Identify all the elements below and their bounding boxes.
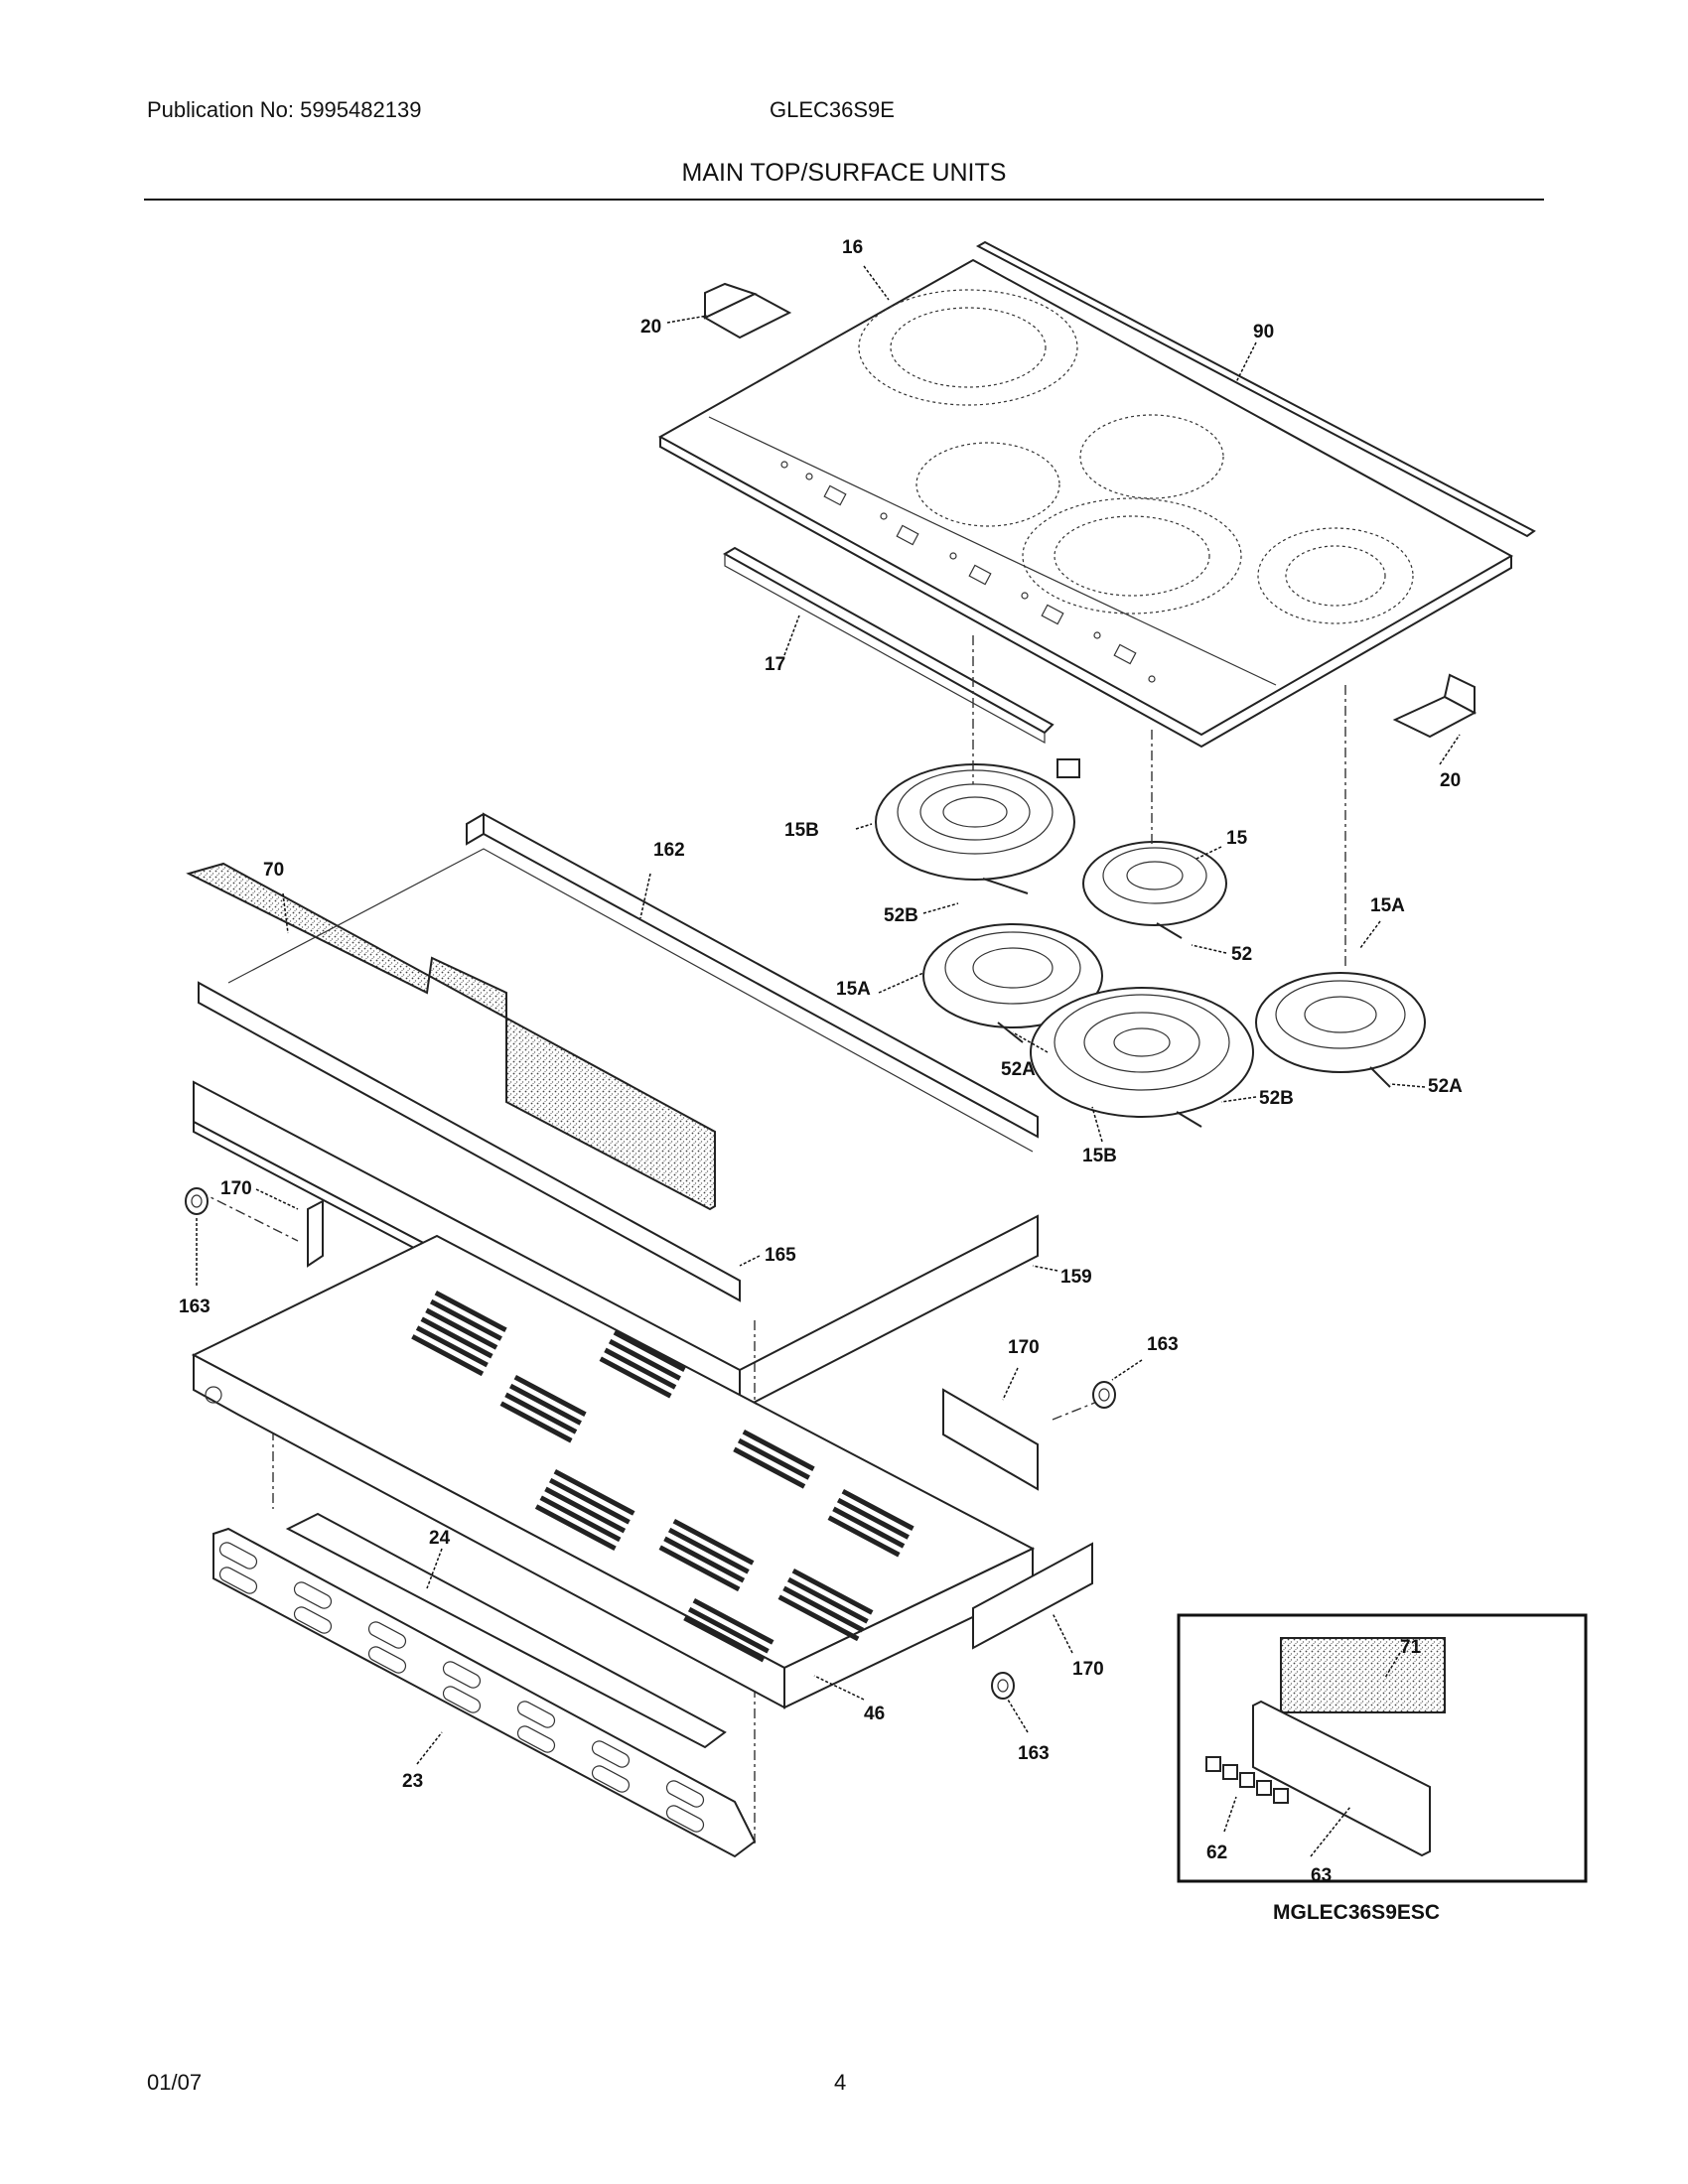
callout-71: 71 [1400,1637,1422,1658]
callout-165: 165 [765,1245,796,1266]
inset-code: MGLEC36S9ESC [1273,1901,1441,1924]
callout-90: 90 [1253,322,1274,342]
callout-52a: 52A [1428,1076,1463,1097]
callout-52: 52 [1231,944,1252,965]
callout-52a: 52A [1001,1059,1036,1080]
callout-170: 170 [1008,1337,1040,1358]
callout-23: 23 [402,1771,423,1792]
callout-163: 163 [179,1297,211,1317]
callout-17: 17 [765,654,785,675]
radiant-surface-units [875,758,1426,1128]
callout-163: 163 [1147,1334,1179,1355]
callout-15b: 15B [784,820,819,841]
callout-62: 62 [1206,1843,1227,1863]
model-number: GLEC36S9E [770,97,895,122]
glass-cooktop [657,258,1514,749]
callout-163: 163 [1018,1743,1050,1764]
brackets [702,282,1477,739]
callout-15a: 15A [836,979,871,1000]
callout-70: 70 [263,860,284,881]
callout-63: 63 [1311,1865,1332,1886]
callout-24: 24 [429,1528,451,1549]
callout-16: 16 [842,237,863,258]
callout-15a: 15A [1370,895,1405,916]
callout-20: 20 [640,317,661,338]
trim-strip [975,240,1536,538]
title-rule [144,199,1544,201]
front-panel [285,1512,727,1749]
base-pan [191,1234,1036,1709]
callout-52b: 52B [1259,1088,1294,1109]
callout-170: 170 [1072,1659,1104,1680]
page-number: 4 [834,2070,847,2095]
callout-15b: 15B [1082,1146,1117,1166]
grommets [185,1187,1116,1700]
section-title: MAIN TOP/SURFACE UNITS [681,159,1007,187]
leader-lines [196,265,1461,1857]
callout-15: 15 [1226,828,1248,849]
vent-grille [212,1527,757,1858]
side-brackets [307,1199,1093,1650]
callout-labels: 16 90 20 20 17 15B 15 15A 15A 52B 52 52A… [179,237,1463,1886]
callout-52b: 52B [884,905,918,926]
callout-46: 46 [864,1704,885,1724]
front-rail [723,546,1055,735]
publication-date: 01/07 [147,2070,203,2095]
callout-162: 162 [653,840,685,861]
inset-box [1177,1613,1588,1883]
callout-170: 170 [220,1178,252,1199]
insulation-panel [186,862,716,1211]
callout-20: 20 [1440,770,1461,791]
callout-159: 159 [1060,1267,1092,1288]
publication-number: Publication No: 5995482139 [147,97,422,122]
